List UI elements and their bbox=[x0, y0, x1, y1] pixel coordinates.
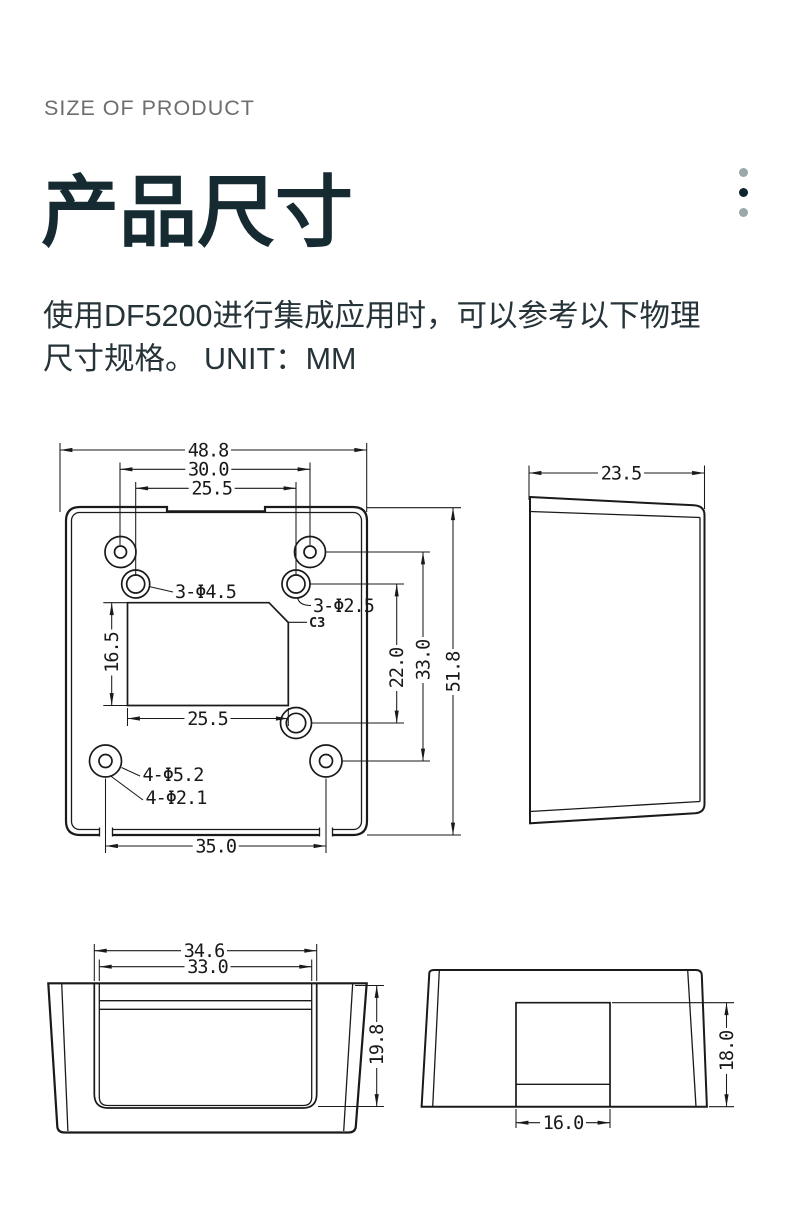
svg-text:30.0: 30.0 bbox=[188, 460, 229, 481]
svg-text:35.0: 35.0 bbox=[195, 836, 236, 857]
dim-bottom-height: 19.8 bbox=[318, 984, 388, 1108]
pagination-dot-active bbox=[739, 188, 748, 197]
front-body-outline bbox=[64, 505, 369, 838]
back-body-outline bbox=[420, 969, 708, 1108]
label-holes-4-52: 4-Φ5.2 bbox=[121, 765, 204, 786]
svg-text:C3: C3 bbox=[309, 615, 325, 631]
svg-text:33.0: 33.0 bbox=[413, 640, 434, 681]
svg-text:33.0: 33.0 bbox=[187, 957, 228, 978]
dim-window-width: 25.5 bbox=[126, 708, 289, 730]
svg-text:4-Φ5.2: 4-Φ5.2 bbox=[143, 765, 204, 786]
dim-span-mid: 22.0 bbox=[310, 583, 408, 724]
dim-window-height: 16.5 bbox=[102, 602, 128, 707]
dim-depth: 23.5 bbox=[528, 463, 706, 509]
svg-text:51.8: 51.8 bbox=[443, 652, 464, 693]
dim-bottom-span: 35.0 bbox=[104, 778, 327, 857]
bottom-body-outline bbox=[47, 982, 368, 1134]
label-chamfer-c3: C3 bbox=[288, 615, 325, 631]
svg-text:23.5: 23.5 bbox=[601, 463, 642, 484]
svg-text:3-Φ2.5: 3-Φ2.5 bbox=[313, 596, 374, 617]
page-title: 产品尺寸 bbox=[41, 168, 354, 256]
label-holes-4-21: 4-Φ2.1 bbox=[109, 775, 207, 809]
dim-overall-height: 51.8 bbox=[367, 507, 464, 836]
svg-text:3-Φ4.5: 3-Φ4.5 bbox=[175, 582, 236, 603]
dim-span-outer: 33.0 bbox=[326, 551, 434, 762]
bottom-view-drawing: 34.6 33.0 19.8 bbox=[47, 941, 388, 1134]
dim-back-height: 18.0 bbox=[612, 1002, 738, 1108]
intro-paragraph: 使用DF5200进行集成应用时，可以参考以下物理 尺寸规格。 UNIT：MM bbox=[43, 295, 713, 380]
pagination-dot-bottom bbox=[739, 208, 748, 217]
dim-mount-span-outer: 30.0 bbox=[119, 460, 311, 545]
dim-width-outer: 34.6 bbox=[93, 941, 318, 981]
back-view-drawing: 18.0 16.0 bbox=[420, 969, 738, 1134]
label-holes-3-45: 3-Φ4.5 bbox=[149, 582, 237, 603]
svg-text:22.0: 22.0 bbox=[387, 648, 408, 689]
svg-text:25.5: 25.5 bbox=[191, 479, 232, 500]
svg-text:34.6: 34.6 bbox=[184, 941, 225, 962]
dim-mount-span-inner: 25.5 bbox=[135, 479, 297, 576]
section-eyebrow: SIZE OF PRODUCT bbox=[44, 96, 255, 120]
side-body-outline bbox=[529, 495, 706, 825]
svg-text:16.0: 16.0 bbox=[543, 1113, 584, 1134]
dim-connector-width: 16.0 bbox=[515, 1109, 611, 1134]
svg-text:18.0: 18.0 bbox=[717, 1031, 738, 1072]
intro-line-1: 使用DF5200进行集成应用时，可以参考以下物理 bbox=[43, 299, 701, 333]
pagination-dot-top bbox=[739, 168, 748, 177]
svg-text:19.8: 19.8 bbox=[367, 1025, 388, 1066]
intro-line-2: 尺寸规格。 UNIT：MM bbox=[43, 341, 357, 376]
front-view-drawing: 48.8 30.0 25.5 16.5 bbox=[59, 440, 464, 857]
label-holes-3-25: 3-Φ2.5 bbox=[296, 596, 375, 617]
dim-width-inner: 33.0 bbox=[98, 957, 313, 981]
svg-text:48.8: 48.8 bbox=[188, 440, 229, 461]
side-view-drawing: 23.5 bbox=[528, 463, 706, 825]
svg-text:25.5: 25.5 bbox=[187, 709, 228, 730]
svg-text:4-Φ2.1: 4-Φ2.1 bbox=[146, 788, 207, 809]
front-window-cutout bbox=[126, 601, 290, 707]
svg-text:16.5: 16.5 bbox=[102, 632, 123, 673]
dim-overall-width: 48.8 bbox=[59, 440, 368, 512]
